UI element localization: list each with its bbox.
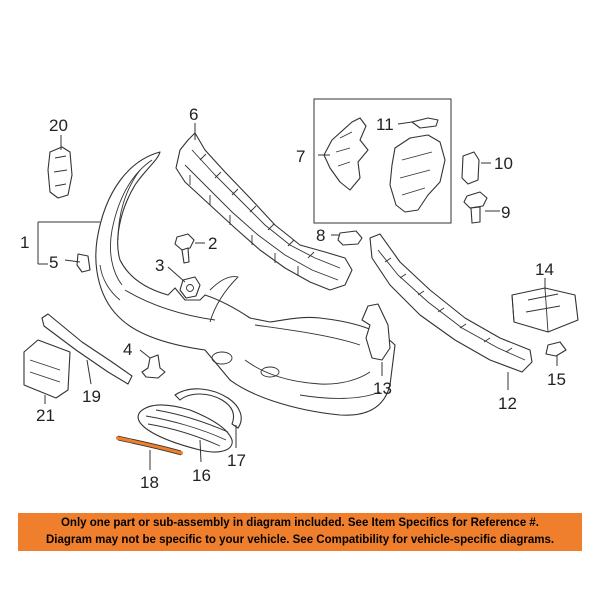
callout-2: 2 bbox=[208, 234, 217, 253]
part-2-bolt bbox=[174, 233, 195, 264]
leader-lines bbox=[37, 121, 558, 470]
part-20-bracket bbox=[47, 146, 73, 199]
callout-15: 15 bbox=[547, 370, 566, 389]
callout-19: 19 bbox=[82, 387, 101, 406]
callout-12: 12 bbox=[498, 394, 517, 413]
callout-10: 10 bbox=[494, 154, 513, 173]
callout-7: 7 bbox=[296, 147, 305, 166]
part-6-absorber bbox=[175, 132, 353, 291]
callout-5: 5 bbox=[49, 253, 58, 272]
callout-18: 18 bbox=[140, 473, 159, 492]
part-15-clip bbox=[545, 341, 567, 357]
part-7-group-box bbox=[313, 98, 452, 224]
part-1-bumper-cover bbox=[95, 151, 396, 416]
notice-banner: Only one part or sub-assembly in diagram… bbox=[18, 513, 582, 551]
part-19-strip bbox=[41, 313, 133, 385]
part-21-plate-bracket bbox=[23, 339, 71, 399]
part-9-bolt bbox=[463, 191, 488, 224]
part-5-clip bbox=[76, 253, 91, 273]
callout-4: 4 bbox=[123, 340, 132, 359]
part-10-bracket bbox=[461, 151, 480, 185]
callout-1: 1 bbox=[20, 233, 29, 252]
callout-16: 16 bbox=[192, 466, 211, 485]
part-4-pin bbox=[141, 354, 166, 379]
part-8-bracket bbox=[337, 230, 363, 246]
callout-21: 21 bbox=[36, 406, 55, 425]
callout-8: 8 bbox=[316, 226, 325, 245]
callout-13: 13 bbox=[373, 379, 392, 398]
part-14-bracket bbox=[511, 287, 579, 333]
part-16-grille bbox=[137, 404, 233, 453]
callout-20: 20 bbox=[49, 116, 68, 135]
part-17-frame bbox=[174, 388, 242, 429]
callout-17: 17 bbox=[227, 451, 246, 470]
callout-6: 6 bbox=[189, 105, 198, 124]
part-18-trim-outline bbox=[117, 435, 182, 456]
callout-3: 3 bbox=[155, 256, 164, 275]
callout-9: 9 bbox=[501, 203, 510, 222]
callout-14: 14 bbox=[535, 260, 554, 279]
callouts: 1 2 3 4 5 6 7 8 9 10 11 12 13 14 15 16 1… bbox=[20, 105, 566, 492]
part-3-nut bbox=[179, 276, 201, 299]
part-13-bracket bbox=[361, 303, 391, 361]
notice-line-2: Diagram may not be specific to your vehi… bbox=[45, 534, 555, 546]
callout-11: 11 bbox=[376, 115, 394, 134]
part-7-brackets bbox=[323, 117, 446, 213]
part-18-trim-strip bbox=[116, 436, 183, 455]
notice-line-1: Only one part or sub-assembly in diagram… bbox=[60, 517, 540, 529]
part-12-reinforcement bbox=[369, 233, 533, 373]
